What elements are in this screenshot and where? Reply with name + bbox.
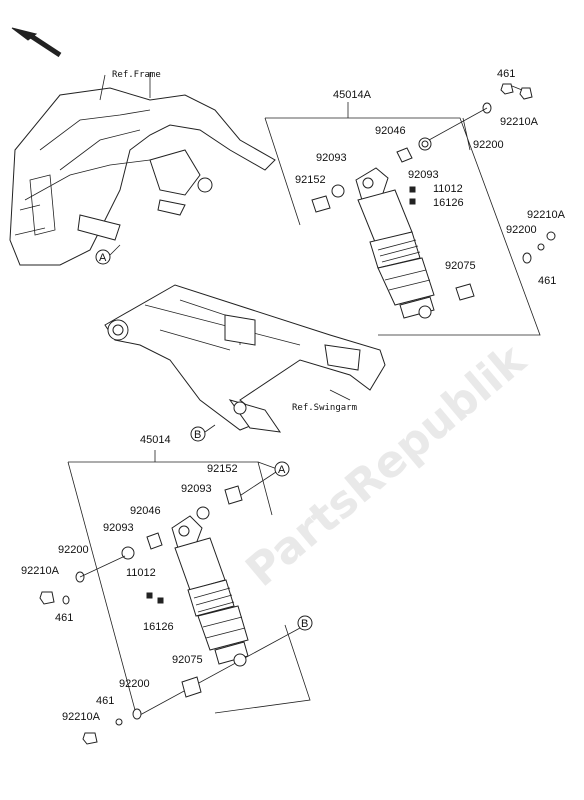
callout-a-lower: [274, 461, 290, 477]
lower-shock-absorber: [171, 515, 249, 667]
assy-45014-box: [67, 450, 273, 711]
callout-b-swingarm: [190, 426, 206, 442]
assy-45014-label: 45014: [140, 434, 171, 446]
frame-drawing: [9, 72, 276, 266]
label-92200-right: 92200: [506, 224, 537, 236]
label-92152-lower: 92152: [207, 463, 238, 475]
front-arrow-icon: [11, 27, 62, 58]
label-92200-lower: 92200: [58, 544, 89, 556]
label-461-right: 461: [538, 275, 556, 287]
label-92200-lower-b: 92200: [119, 678, 150, 690]
label-92093-lower-a: 92093: [181, 483, 212, 495]
callout-a-text: A: [99, 252, 107, 264]
label-92075-lower: 92075: [172, 654, 203, 666]
upper-shock-absorber: [355, 167, 435, 319]
callout-b-lower-text: B: [301, 618, 308, 630]
upper-hardware: [311, 83, 556, 301]
label-92093-upper-b: 92093: [408, 169, 439, 181]
callout-b-text: B: [194, 429, 201, 441]
label-92210a-lower-b: 92210A: [62, 711, 101, 723]
label-16126-lower: 16126: [143, 621, 174, 633]
assy-45014a-box: [264, 117, 541, 336]
label-11012-lower: 11012: [126, 567, 156, 579]
label-92093-lower-b: 92093: [103, 522, 134, 534]
callout-a-frame: [95, 249, 111, 265]
label-461-lower: 461: [55, 612, 73, 624]
label-11012-upper: 11012: [433, 183, 463, 195]
label-92210a-top: 92210A: [500, 116, 539, 128]
ref-frame-label: Ref.Frame: [112, 70, 161, 80]
label-461-lower-b: 461: [96, 695, 114, 707]
ref-swingarm-label: Ref.Swingarm: [292, 403, 357, 413]
label-92075-upper: 92075: [445, 260, 476, 272]
assy-45014a-label: 45014A: [333, 89, 372, 101]
label-461-top: 461: [497, 68, 515, 80]
label-92046-upper: 92046: [375, 125, 406, 137]
label-92210a-right: 92210A: [527, 209, 566, 221]
label-92210a-lower: 92210A: [21, 565, 60, 577]
label-92200-top: 92200: [473, 139, 504, 151]
label-92093-upper-a: 92093: [316, 152, 347, 164]
label-92152-upper: 92152: [295, 174, 326, 186]
lower-hardware: [39, 485, 243, 745]
callout-b-lower: [297, 615, 313, 631]
label-92046-lower: 92046: [130, 505, 161, 517]
swingarm-drawing: [104, 284, 386, 433]
callout-a-lower-text: A: [278, 464, 286, 476]
label-16126-upper: 16126: [433, 197, 464, 209]
